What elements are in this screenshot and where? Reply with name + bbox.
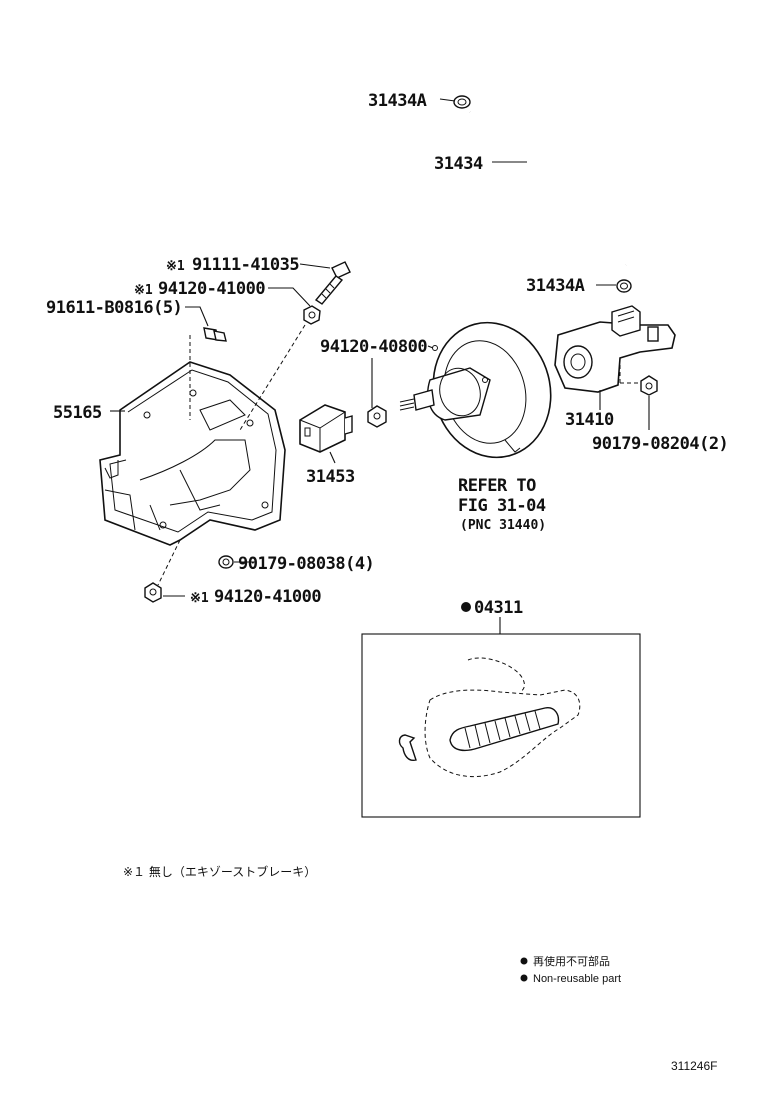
kome-mark-nut-upper: ※1: [134, 283, 153, 298]
legend-en: Non-reusable part: [533, 973, 621, 985]
kome-mark-bolt: ※1: [166, 259, 185, 274]
leader-91111: [299, 263, 331, 269]
refer-line-3: (PNC 31440): [460, 518, 546, 533]
nut-94120-41000-lower[interactable]: [144, 582, 162, 603]
label-94120-41000-upper: 94120-41000: [158, 279, 265, 299]
brake-booster[interactable]: [399, 309, 566, 470]
filled-circle-icon: [461, 602, 471, 612]
label-94120-41000-lower: 94120-41000: [214, 587, 321, 607]
bolt-91111-41035[interactable]: [314, 261, 351, 305]
filled-circle-icon: [520, 957, 528, 965]
label-94120-40800: 94120-40800: [320, 337, 427, 357]
hose-clamp-top[interactable]: [453, 95, 471, 109]
leader-91611: [185, 306, 209, 327]
label-04311: 04311: [474, 598, 523, 618]
hose-clamp-bottom[interactable]: [616, 279, 632, 293]
legend-jp: 再使用不可部品: [533, 954, 610, 968]
dash-nut-lower: [157, 539, 181, 586]
leader-31453: [329, 451, 336, 464]
kit-box: [361, 633, 641, 818]
label-90179-08038: 90179-08038(4): [238, 554, 374, 574]
label-31410: 31410: [565, 410, 614, 430]
leader-94120-upper: [268, 287, 311, 307]
label-90179-08204: 90179-08204(2): [592, 434, 728, 454]
kit-04311-parts[interactable]: [398, 657, 581, 778]
switch-31453[interactable]: [299, 404, 353, 453]
vacuum-hose[interactable]: [468, 109, 630, 266]
bolt-91611-B0816[interactable]: [203, 327, 227, 342]
label-91611-B0816: 91611-B0816(5): [46, 298, 182, 318]
filled-circle-icon: [520, 974, 528, 982]
nut-90179-08038[interactable]: [218, 555, 234, 569]
leader-31434A-top: [439, 98, 456, 102]
label-31434: 31434: [434, 154, 483, 174]
label-55165: 55165: [53, 403, 102, 423]
label-31434A-bottom: 31434A: [526, 276, 585, 296]
nut-90179-08204[interactable]: [640, 375, 658, 396]
kome-mark-nut-lower: ※1: [190, 591, 209, 606]
label-31453: 31453: [306, 467, 355, 487]
refer-line-2: FIG 31-04: [458, 496, 546, 516]
master-cylinder-31410[interactable]: [554, 305, 676, 393]
figure-code: 311246F: [671, 1059, 717, 1073]
nut-94120-41000-upper[interactable]: [303, 305, 321, 325]
label-31434A-top: 31434A: [368, 91, 427, 111]
label-91111-41035: 91111-41035: [192, 255, 299, 275]
leader-booster-stud: [427, 345, 434, 349]
bracket-55165[interactable]: [99, 361, 286, 546]
refer-line-1: REFER TO: [458, 476, 536, 496]
footnote: ※１ 無し（エキゾーストブレーキ）: [123, 864, 316, 879]
nut-94120-40800[interactable]: [367, 405, 387, 428]
